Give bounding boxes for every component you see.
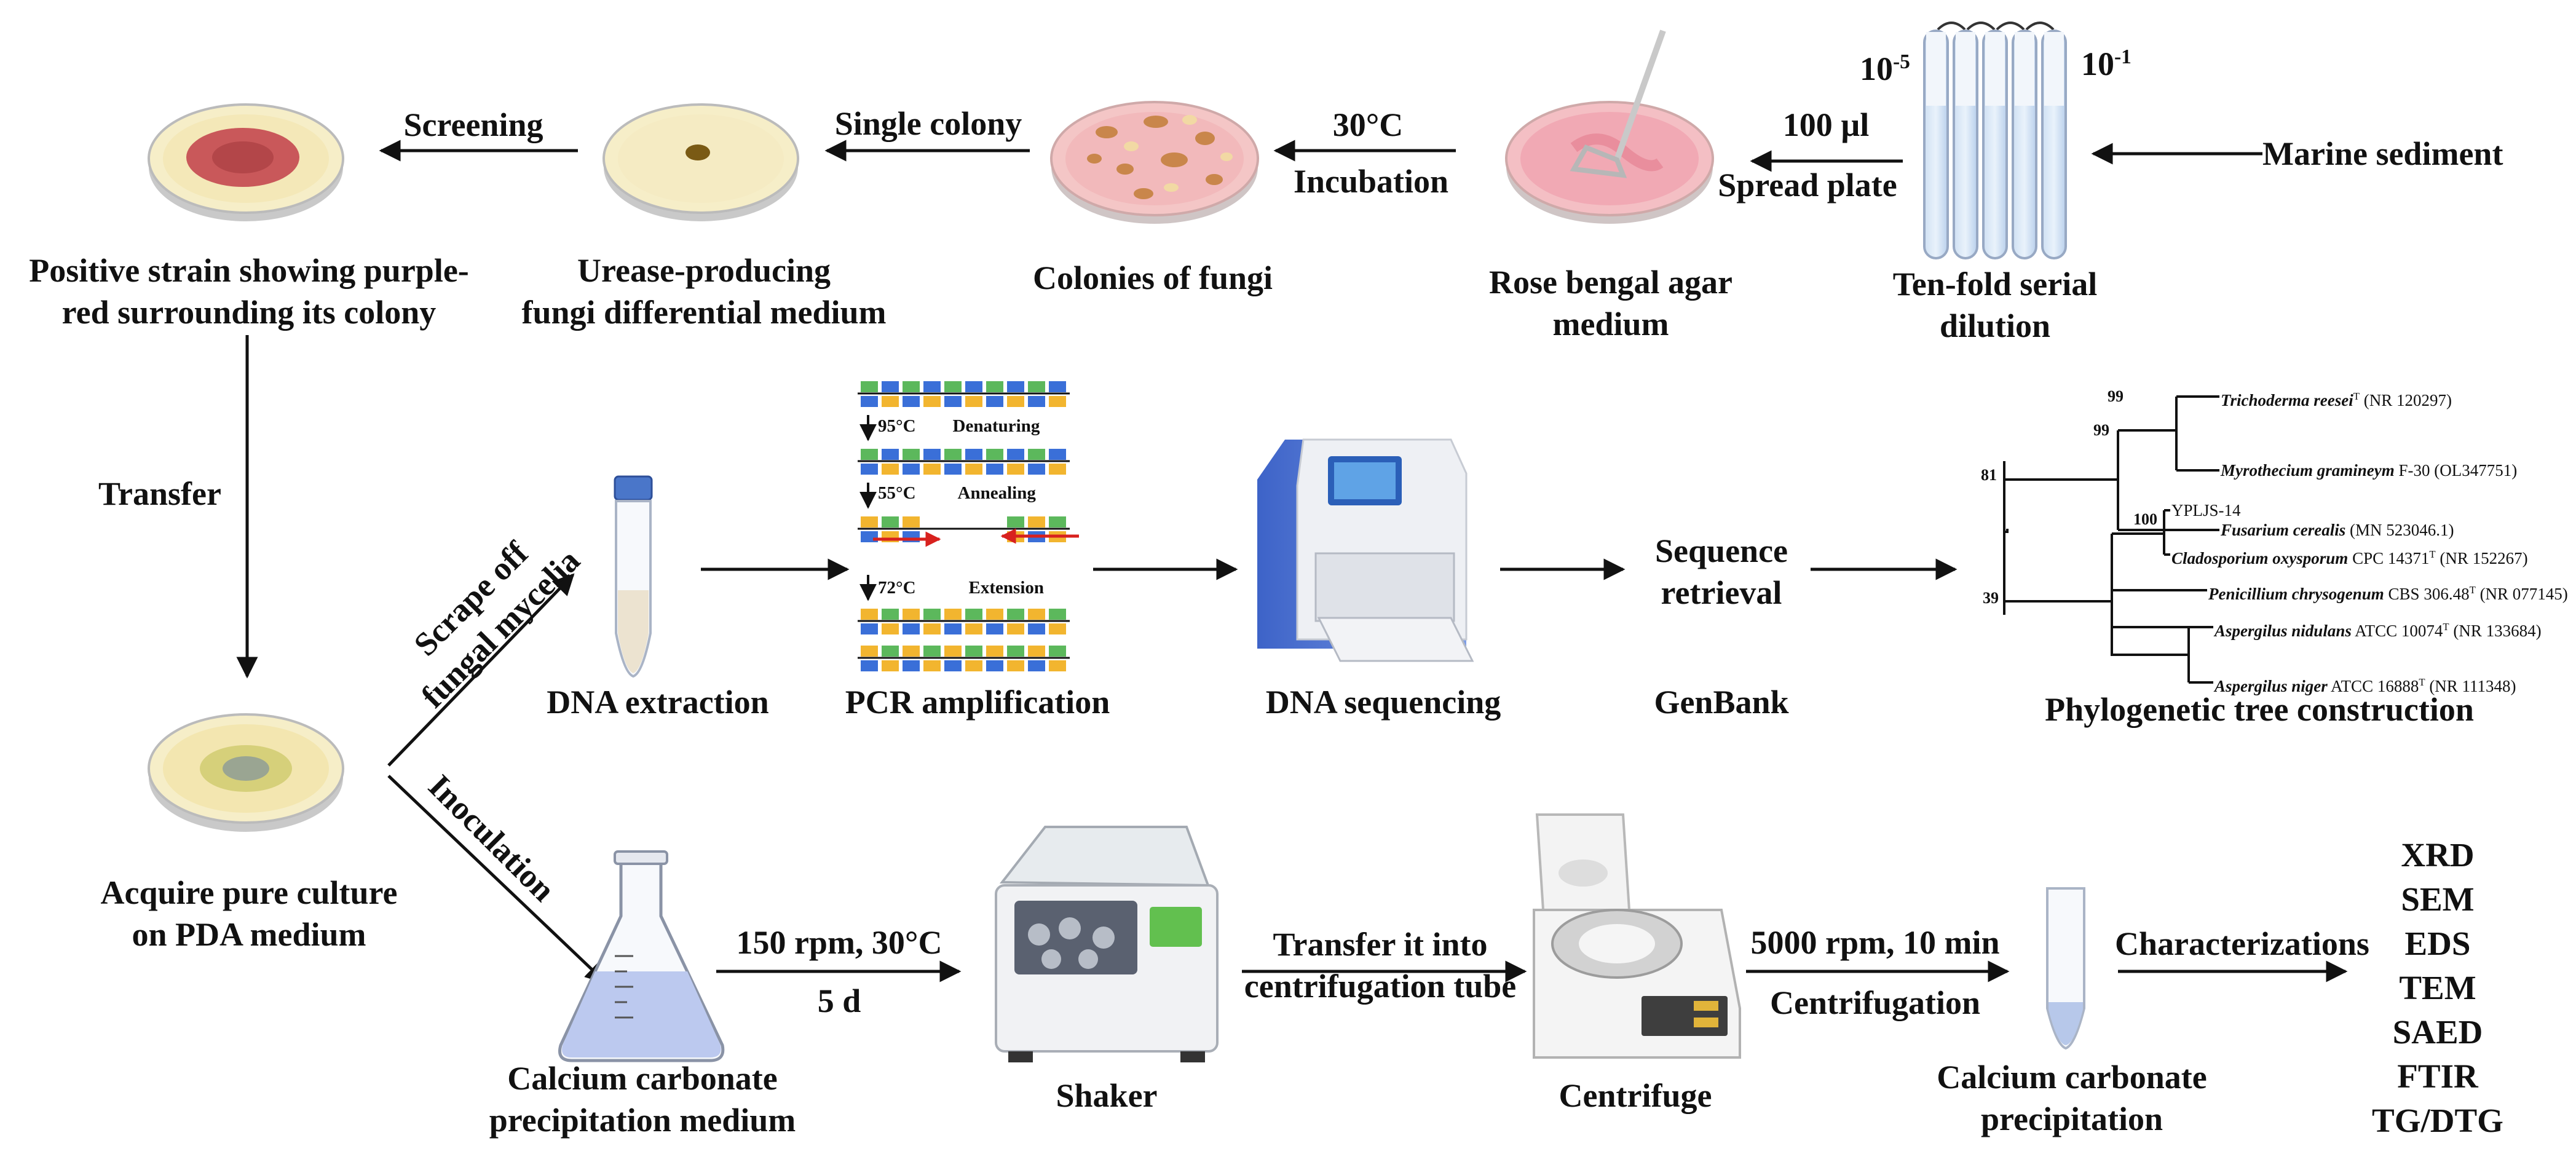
dna-sequencer — [1257, 438, 1474, 662]
incubation-temp-label: 30°C — [1332, 106, 1404, 143]
colonies-label: Colonies of fungi — [1032, 259, 1273, 296]
centrifugation-label: Centrifugation — [1770, 984, 1980, 1021]
centrifuge-label: Centrifuge — [1559, 1077, 1712, 1114]
dna-extraction-label: DNA extraction — [547, 684, 769, 721]
spin-speed-label: 5000 rpm, 10 min — [1750, 924, 2000, 961]
marine-sediment-label: Marine sediment — [2262, 135, 2503, 172]
centrifuge-machine — [1533, 813, 1741, 1059]
method-ftir: FTIR — [2397, 1057, 2478, 1095]
bootstrap-4: 100 — [2133, 510, 2157, 528]
dish-urease-medium — [603, 103, 799, 221]
method-eds: EDS — [2404, 925, 2471, 962]
bootstrap-1: 99 — [2108, 387, 2124, 405]
shaker-machine — [995, 826, 1219, 1062]
taxon-1: Trichoderma reeseiT (NR 120297) — [2221, 390, 2452, 409]
shake-speed-label: 150 rpm, 30°C — [736, 924, 942, 961]
arrow-inoculation — [387, 775, 607, 984]
bootstrap-2: 99 — [2093, 421, 2109, 439]
flow-arrows — [236, 140, 2348, 984]
taxon-7: Aspergilus nidulans ATCC 10074T (NR 1336… — [2214, 621, 2542, 640]
method-saed: SAED — [2392, 1013, 2483, 1051]
method-xrd: XRD — [2401, 836, 2475, 874]
screening-label: Screening — [403, 106, 543, 143]
single-colony-label: Single colony — [834, 105, 1022, 142]
taxon-3: Fusarium cerealis (MN 523046.1) — [2221, 521, 2454, 539]
dish-pda — [148, 713, 344, 832]
shake-days-label: 5 d — [817, 982, 861, 1019]
bootstrap-5: 39 — [1983, 589, 1999, 607]
bootstrap-3: 81 — [1981, 466, 1997, 484]
arrow-scrape — [387, 573, 575, 767]
dilution-high-label: 10-1 — [2081, 45, 2132, 82]
method-tgdtg: TG/DTG — [2372, 1102, 2503, 1139]
taxon-2: Myrothecium gramineym F-30 (OL347751) — [2221, 461, 2518, 480]
taxon-5: Cladosporium oxysporum CPC 14371T (NR 15… — [2171, 548, 2528, 567]
falcon-tube — [614, 475, 653, 678]
dna-sequencing-label: DNA sequencing — [1265, 684, 1501, 721]
dish-rose-bengal — [1505, 30, 1714, 224]
dilution-low-label: 10-5 — [1860, 50, 1910, 87]
genbank-label: GenBank — [1654, 684, 1789, 721]
precipitation-tube — [2046, 887, 2085, 1050]
method-tem: TEM — [2399, 969, 2476, 1006]
taxon-4: YPLJS-14 — [2171, 501, 2241, 520]
taxon-6: Penicillium chrysogenum CBS 306.48T (NR … — [2208, 584, 2568, 603]
serial-dilution-tubes — [1923, 22, 2067, 259]
phylogenetic-tree — [2003, 395, 2219, 684]
incubation-label: Incubation — [1293, 163, 1449, 200]
phylogenetic-tree-label: Phylogenetic tree construction — [2045, 691, 2474, 728]
erlenmeyer-flask — [558, 850, 725, 1062]
method-sem: SEM — [2401, 880, 2475, 918]
transfer-label: Transfer — [98, 475, 221, 512]
pcr-diagram — [858, 381, 1079, 671]
dish-positive-strain — [148, 103, 344, 221]
positive-strain-label: Positive strain showing purple-red surro… — [29, 252, 469, 331]
taxon-8: Aspergilus niger ATCC 16888T (NR 111348) — [2214, 676, 2516, 695]
dish-colonies — [1050, 101, 1259, 224]
shaker-label: Shaker — [1056, 1077, 1158, 1114]
spread-plate-label: Spread plate — [1718, 167, 1897, 204]
volume-label: 100 µl — [1782, 106, 1870, 143]
characterizations-label: Characterizations — [2115, 925, 2369, 962]
pcr-amplification-label: PCR amplification — [845, 684, 1110, 721]
